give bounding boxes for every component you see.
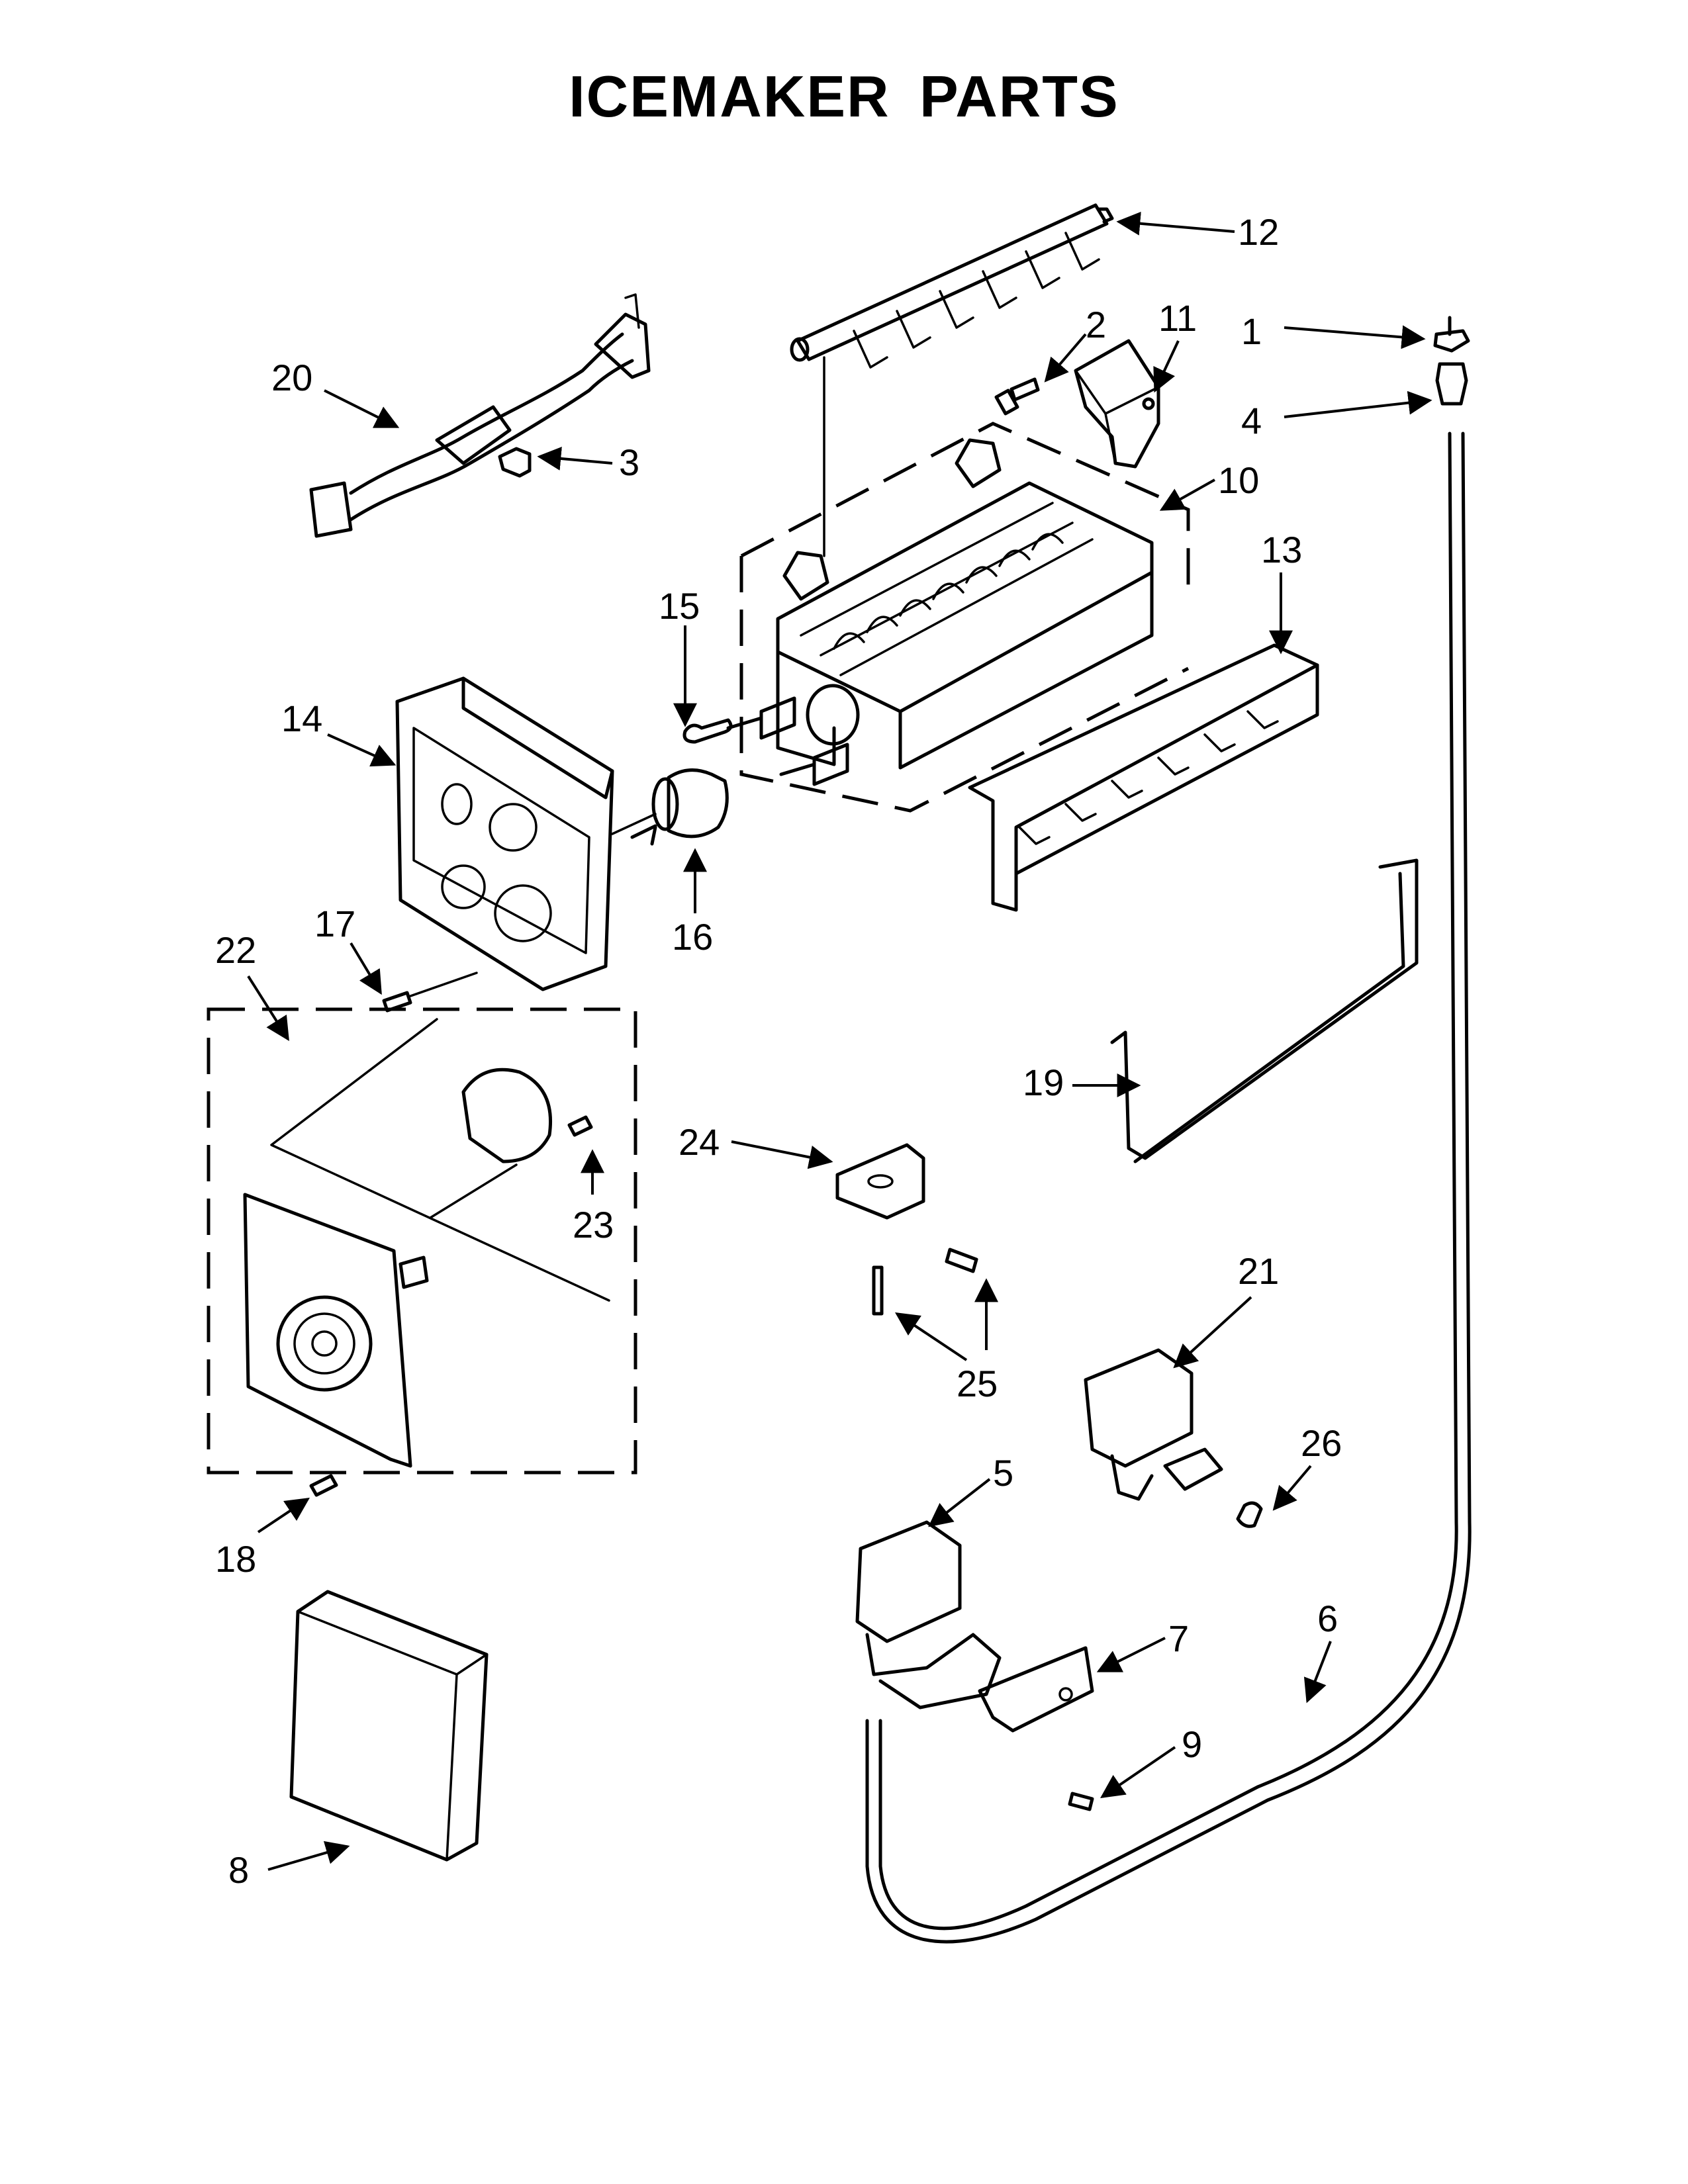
leader-20 — [324, 389, 400, 428]
callout-label: 8 — [228, 1849, 249, 1891]
leader-6 — [1303, 1641, 1332, 1704]
part-5-water-valve — [855, 1520, 1002, 1709]
part-8-pad — [289, 1590, 489, 1862]
part-4-fitting — [1435, 362, 1468, 406]
part-11-shroud — [1074, 339, 1160, 469]
part-19-bail-arm — [1110, 858, 1419, 1163]
callout-label: 13 — [1261, 529, 1302, 570]
part-6-tube — [865, 432, 1472, 1944]
callout-label: 26 — [1301, 1422, 1342, 1464]
part-15-clip — [682, 718, 733, 744]
callout-label: 11 — [1158, 297, 1197, 339]
leader-lines — [247, 211, 1432, 1871]
callout-label: 22 — [215, 929, 256, 971]
part-22-module-assembly — [207, 1007, 637, 1475]
callout-label: 23 — [573, 1204, 614, 1246]
part-2-screw — [994, 377, 1040, 416]
leader-4 — [1284, 390, 1432, 418]
callout-label: 16 — [672, 916, 713, 958]
part-17-screw — [382, 972, 478, 1013]
callout-label: 2 — [1086, 304, 1106, 345]
diagram-title: ICEMAKER PARTS — [569, 64, 1119, 129]
part-23-motor — [429, 1068, 593, 1219]
part-10-mold — [726, 422, 1190, 813]
leader-25a — [895, 1312, 968, 1361]
callout-label: 3 — [619, 441, 639, 483]
callout-label: 14 — [281, 698, 322, 739]
leader-5 — [928, 1478, 991, 1527]
callout-label: 20 — [271, 357, 312, 398]
callout-labels: 1 2 3 4 5 6 7 8 9 10 11 12 13 14 15 16 1… — [215, 211, 1342, 1891]
callout-label: 12 — [1238, 211, 1279, 253]
part-14-housing — [395, 676, 657, 991]
part-24-bracket — [835, 1143, 925, 1220]
part-26-clip — [1236, 1501, 1263, 1528]
part-3-clip — [498, 447, 532, 478]
callout-label: 9 — [1182, 1723, 1202, 1765]
leader-8 — [267, 1841, 350, 1871]
leader-3 — [537, 447, 613, 471]
part-7-bracket — [978, 1646, 1094, 1733]
leader-10 — [1159, 478, 1215, 511]
part-1-fitting — [1433, 316, 1470, 353]
part-25-screws — [872, 1248, 978, 1316]
callout-label: 15 — [659, 585, 700, 627]
callout-label: 18 — [215, 1538, 256, 1580]
callout-label: 24 — [679, 1121, 720, 1163]
leader-22 — [247, 975, 289, 1042]
callout-label: 17 — [314, 903, 355, 944]
part-9-screw — [1068, 1792, 1094, 1811]
part-12-ejector — [790, 203, 1114, 557]
part-20-harness — [309, 293, 651, 538]
callout-label: 21 — [1238, 1250, 1279, 1292]
callout-label: 25 — [957, 1363, 998, 1404]
callout-label: 7 — [1168, 1617, 1189, 1659]
leader-12 — [1116, 211, 1235, 236]
part-13-cover — [968, 643, 1319, 912]
leader-14 — [327, 733, 397, 767]
part-16-motor — [630, 768, 729, 846]
callout-label: 19 — [1023, 1062, 1064, 1103]
leader-17 — [350, 942, 382, 995]
leader-26 — [1272, 1465, 1312, 1511]
leader-24 — [731, 1140, 833, 1169]
leader-2 — [1044, 333, 1087, 383]
callout-label: 6 — [1317, 1598, 1338, 1639]
callout-label: 10 — [1218, 459, 1259, 501]
part-21-valve — [1084, 1348, 1223, 1501]
leader-1 — [1284, 325, 1426, 349]
leader-7 — [1096, 1637, 1166, 1672]
leader-21 — [1173, 1296, 1252, 1369]
leader-11 — [1153, 340, 1180, 393]
callout-label: 5 — [993, 1452, 1013, 1494]
callout-label: 1 — [1241, 310, 1262, 352]
part-18-screw — [309, 1474, 338, 1497]
leader-9 — [1100, 1746, 1176, 1799]
callout-label: 4 — [1241, 400, 1262, 441]
leader-18 — [257, 1498, 310, 1533]
